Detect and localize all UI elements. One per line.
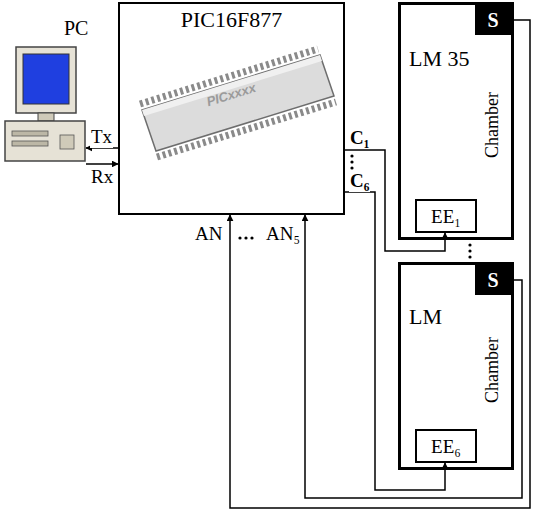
signal-wire	[230, 20, 530, 508]
chip-name: PIC16F877	[181, 8, 282, 32]
sensor-name: LM 35	[409, 47, 470, 71]
channel-label: C₁	[349, 128, 370, 149]
signal-label: Rx	[90, 167, 114, 188]
sensor-letter: S	[487, 9, 498, 31]
computer-node: PC	[2, 45, 86, 175]
actuator-box: EE₆	[415, 429, 477, 463]
sensor-letter: S	[487, 269, 498, 291]
sensor-box: S	[475, 5, 511, 35]
microcontroller-box: PIC16F877	[118, 2, 345, 215]
actuator-name: EE₆	[431, 437, 461, 458]
chamber-label: Chamber	[483, 330, 503, 410]
chamber-label: Chamber	[483, 85, 503, 165]
actuator-name: EE₁	[431, 207, 461, 228]
chamber-box: LM 35 Chamber S EE₁	[398, 2, 514, 240]
ellipsis-dots	[238, 154, 471, 258]
computer-icon	[2, 45, 86, 175]
signal-label: Tx	[90, 127, 113, 148]
analog-input-label: AN	[194, 224, 223, 245]
chamber-box: LM Chamber S EE₆	[398, 262, 514, 470]
chip-illustration	[140, 49, 336, 157]
actuator-box: EE₁	[415, 199, 477, 233]
channel-label: C₆	[349, 171, 370, 192]
signal-wire	[86, 163, 118, 165]
signal-wire	[305, 215, 522, 498]
sensor-name: LM	[409, 305, 442, 329]
sensor-box: S	[475, 265, 511, 295]
node-title: PC	[64, 17, 88, 39]
chip-watermark: PICxxxx	[205, 81, 258, 109]
analog-input-label: AN₅	[265, 224, 301, 245]
